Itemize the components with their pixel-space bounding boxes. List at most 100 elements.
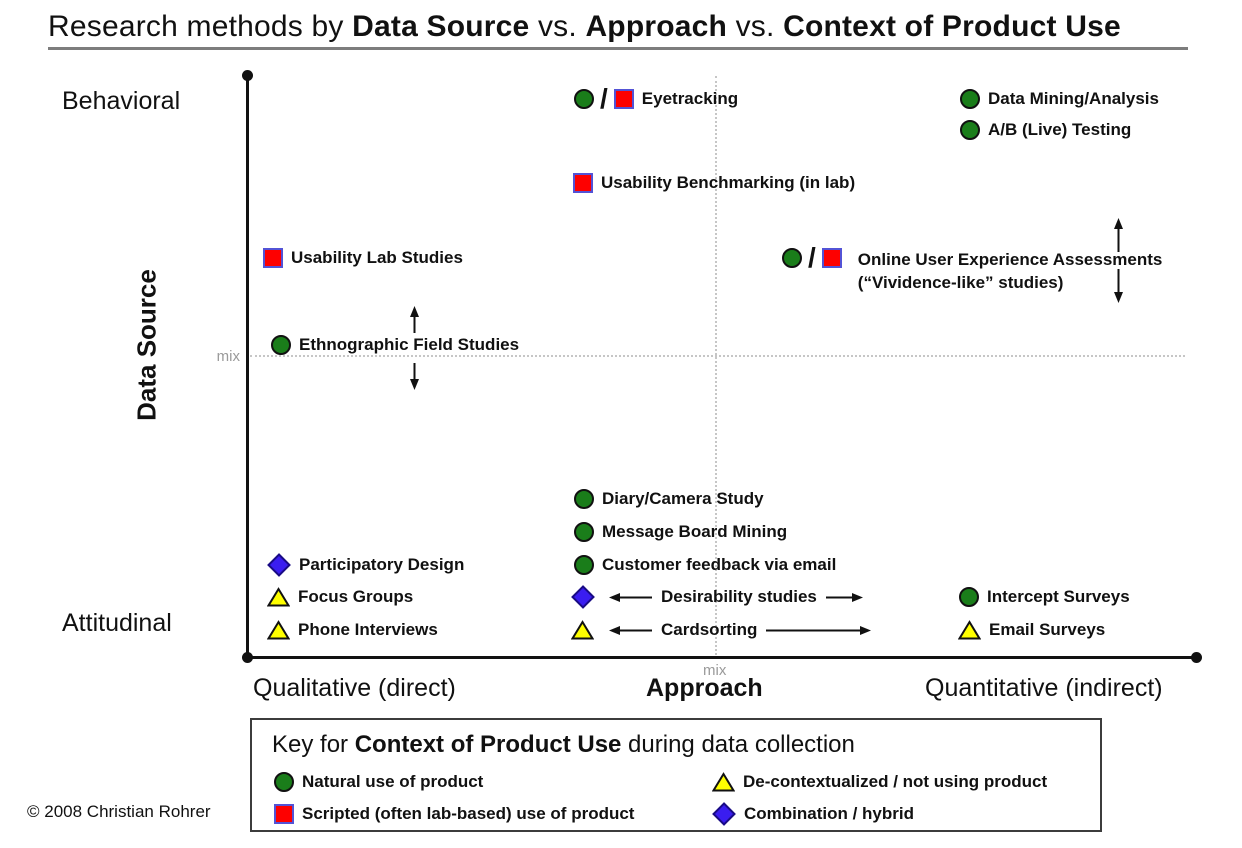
decontextualized-icon: [267, 620, 290, 640]
up-arrow-icon: [1114, 218, 1123, 252]
left-arrow-icon: [609, 592, 652, 602]
method-data-mining: Data Mining/Analysis: [960, 89, 1159, 109]
method-label: Data Mining/Analysis: [988, 89, 1159, 108]
method-label: Diary/Camera Study: [602, 489, 764, 508]
method-label: Participatory Design: [299, 555, 465, 574]
page-title: Research methods by Data Source vs. Appr…: [48, 10, 1188, 50]
decontextualized-icon: [712, 772, 735, 792]
slash-icon: /: [600, 83, 608, 114]
method-ethnographic-field-studies: Ethnographic Field Studies: [271, 335, 519, 355]
combination-icon: [267, 553, 291, 577]
method-diary-camera-study: Diary/Camera Study: [574, 489, 764, 509]
method-label: Desirability studies: [661, 587, 817, 606]
title-bold-data-source: Data Source: [352, 10, 530, 43]
method-ab-testing: A/B (Live) Testing: [960, 120, 1131, 140]
up-arrow-icon: [410, 306, 419, 333]
x-axis-line: [246, 656, 1198, 659]
decontextualized-icon: [571, 620, 594, 640]
key-title: Key for Context of Product Use during da…: [272, 731, 855, 758]
method-participatory-design: Participatory Design: [267, 553, 464, 577]
method-phone-interviews: Phone Interviews: [267, 620, 438, 640]
x-axis-title: Approach: [646, 674, 763, 702]
mix-horizontal-dotted-line: [250, 355, 1185, 357]
method-eyetracking: / Eyetracking: [574, 83, 739, 114]
natural-use-icon: [574, 522, 594, 542]
slash-icon: /: [808, 242, 816, 273]
method-email-surveys: Email Surveys: [958, 620, 1105, 640]
method-desirability-studies: Desirability studies: [571, 585, 863, 609]
method-label: Usability Lab Studies: [291, 248, 463, 267]
method-focus-groups: Focus Groups: [267, 587, 413, 607]
right-arrow-icon: [825, 592, 863, 602]
method-customer-feedback-email: Customer feedback via email: [574, 555, 836, 575]
key-box: Key for Context of Product Use during da…: [250, 718, 1102, 832]
method-label: Eyetracking: [641, 89, 739, 108]
down-arrow-icon: [1114, 269, 1123, 303]
method-label: Ethnographic Field Studies: [299, 335, 520, 354]
method-label-block: Online User Experience Assessments (“Viv…: [858, 248, 1163, 294]
x-axis-end-dot: [1191, 652, 1202, 663]
method-label: Cardsorting: [661, 620, 758, 639]
natural-use-icon: [960, 89, 980, 109]
scripted-use-icon: [613, 89, 634, 109]
key-item-label: De-contextualized / not using product: [743, 772, 1048, 791]
y-mix-label: mix: [216, 348, 240, 365]
natural-use-icon: [574, 555, 594, 575]
x-mix-label: mix: [703, 662, 727, 679]
method-label: Phone Interviews: [298, 620, 438, 639]
x-axis-right-label: Quantitative (indirect): [925, 674, 1163, 702]
method-label: Usability Benchmarking (in lab): [601, 173, 856, 192]
method-label: Customer feedback via email: [602, 555, 837, 574]
marker-group: /: [782, 242, 842, 273]
y-axis-bottom-label: Attitudinal: [62, 609, 172, 637]
method-usability-benchmarking: Usability Benchmarking (in lab): [573, 173, 855, 193]
method-intercept-surveys: Intercept Surveys: [959, 587, 1130, 607]
combination-icon: [571, 585, 595, 609]
scripted-use-icon: [263, 248, 283, 268]
down-arrow-icon: [410, 363, 419, 390]
key-item-label: Combination / hybrid: [744, 804, 914, 823]
method-sublabel: (“Vividence-like” studies): [857, 273, 1064, 292]
natural-use-icon: [574, 489, 594, 509]
method-usability-lab-studies: Usability Lab Studies: [263, 248, 463, 268]
mix-vertical-dotted-line: [715, 76, 717, 655]
method-label: Intercept Surveys: [987, 587, 1130, 606]
title-text: Research methods by: [48, 10, 353, 43]
method-label: A/B (Live) Testing: [988, 120, 1132, 139]
natural-use-icon: [274, 772, 294, 792]
natural-use-icon: [959, 587, 979, 607]
combination-icon: [712, 802, 736, 826]
method-label: Message Board Mining: [602, 522, 788, 541]
title-bold-approach: Approach: [585, 10, 728, 43]
copyright-text: © 2008 Christian Rohrer: [27, 802, 211, 821]
method-cardsorting: Cardsorting: [571, 620, 872, 640]
scripted-use-icon: [573, 173, 593, 193]
key-item-combination: Combination / hybrid: [712, 802, 914, 826]
scripted-use-icon: [274, 804, 294, 824]
key-item-label: Scripted (often lab-based) use of produc…: [302, 804, 635, 823]
key-item-scripted: Scripted (often lab-based) use of produc…: [274, 804, 634, 824]
method-label: Email Surveys: [989, 620, 1106, 639]
key-item-natural: Natural use of product: [274, 772, 483, 792]
method-message-board-mining: Message Board Mining: [574, 522, 787, 542]
y-axis-line: [246, 75, 249, 658]
key-item-decontextualized: De-contextualized / not using product: [712, 772, 1047, 792]
decontextualized-icon: [267, 587, 290, 607]
left-arrow-icon: [609, 625, 652, 635]
y-axis-title: Data Source: [131, 269, 162, 421]
key-item-label: Natural use of product: [302, 772, 484, 791]
method-label: Focus Groups: [298, 587, 414, 606]
natural-use-icon: [960, 120, 980, 140]
natural-use-icon: [271, 335, 291, 355]
title-bold-context: Context of Product Use: [783, 10, 1121, 43]
natural-use-icon: [574, 89, 594, 109]
y-axis-top-label: Behavioral: [62, 87, 181, 115]
method-label: Online User Experience Assessments: [857, 250, 1163, 269]
method-online-ux-assessments: / Online User Experience Assessments (“V…: [782, 242, 1163, 294]
natural-use-icon: [782, 248, 802, 268]
axis-corner-dot: [242, 652, 253, 663]
y-axis-end-dot: [242, 70, 253, 81]
decontextualized-icon: [958, 620, 981, 640]
x-axis-left-label: Qualitative (direct): [253, 674, 456, 702]
